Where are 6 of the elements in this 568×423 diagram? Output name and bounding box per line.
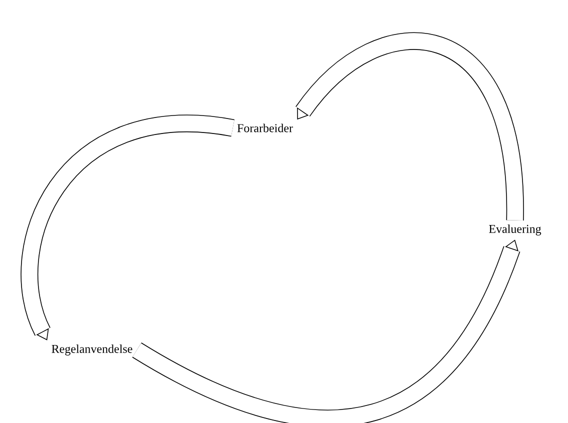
node-label: Regelanvendelse: [52, 344, 132, 356]
ribbon-arrow: [21, 114, 234, 340]
node-label: Evaluering: [489, 224, 542, 236]
ribbon-arrow: [132, 240, 520, 423]
node-label: Forarbeider: [237, 124, 293, 132]
ribbon-arrow: [296, 32, 524, 221]
